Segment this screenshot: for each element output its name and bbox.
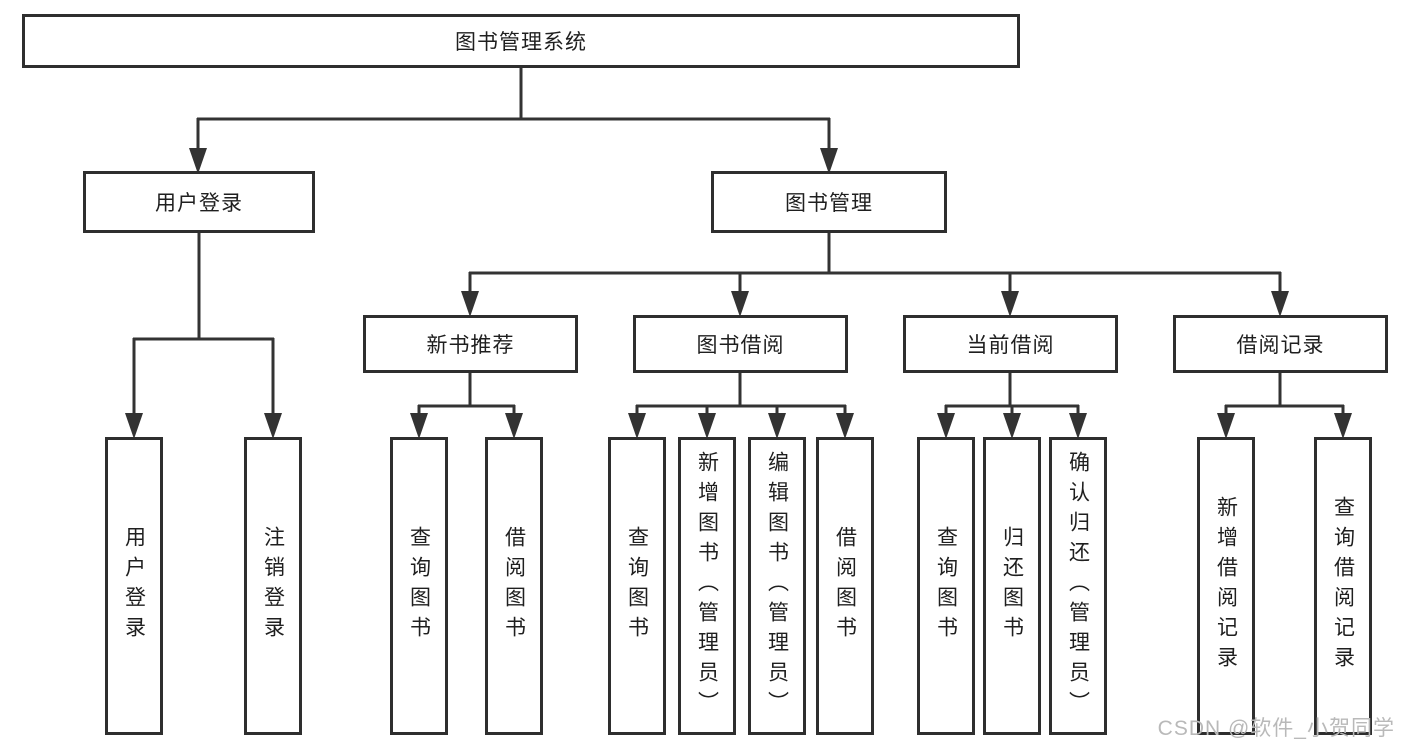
node-root-library-management-system: 图书管理系统 xyxy=(22,14,1020,68)
node-label: 新增图书（管理员） xyxy=(695,451,719,721)
arrow-down-icon xyxy=(410,413,428,439)
node-label: 确认归还（管理员） xyxy=(1066,451,1090,721)
node-current-borrowing: 当前借阅 xyxy=(903,315,1118,373)
arrow-down-icon xyxy=(768,413,786,439)
arrow-down-icon xyxy=(698,413,716,439)
leaf-query-borrow-record: 查询借阅记录 xyxy=(1314,437,1372,735)
node-label: 图书管理系统 xyxy=(455,31,587,54)
connector-book-borrowing-group xyxy=(635,373,847,416)
csdn-watermark: CSDN @软件_小贺同学 xyxy=(1157,717,1395,740)
arrow-down-icon xyxy=(628,413,646,439)
node-borrowing-records: 借阅记录 xyxy=(1173,315,1388,373)
node-label: 图书管理 xyxy=(785,192,873,215)
leaf-add-borrow-record: 新增借阅记录 xyxy=(1197,437,1255,735)
node-user-login: 用户登录 xyxy=(83,171,315,233)
connector-user-login-group xyxy=(132,233,275,416)
node-book-management: 图书管理 xyxy=(711,171,947,233)
node-new-book-recommend: 新书推荐 xyxy=(363,315,578,373)
leaf-edit-book-admin: 编辑图书（管理员） xyxy=(748,437,806,735)
connector-borrowing-records-group xyxy=(1224,373,1345,416)
connector-book-management-to-level3 xyxy=(468,233,1282,294)
arrow-down-icon xyxy=(1271,291,1289,317)
arrow-down-icon xyxy=(1217,413,1235,439)
leaf-logout: 注销登录 xyxy=(244,437,302,735)
node-label: 借阅记录 xyxy=(1236,334,1325,357)
leaf-add-book-admin: 新增图书（管理员） xyxy=(678,437,736,735)
arrow-down-icon xyxy=(189,148,207,174)
arrow-down-icon xyxy=(731,291,749,317)
arrow-down-icon xyxy=(125,413,143,439)
leaf-user-login: 用户登录 xyxy=(105,437,163,735)
node-book-borrowing: 图书借阅 xyxy=(633,315,848,373)
node-label: 新增借阅记录 xyxy=(1214,496,1238,676)
arrow-down-icon xyxy=(836,413,854,439)
node-label: 用户登录 xyxy=(155,192,243,215)
arrow-down-icon xyxy=(1069,413,1087,439)
node-label: 新书推荐 xyxy=(426,334,515,357)
node-label: 借阅图书 xyxy=(833,526,857,646)
node-label: 查询图书 xyxy=(934,526,958,646)
node-label: 归还图书 xyxy=(1000,526,1024,646)
node-label: 借阅图书 xyxy=(502,526,526,646)
node-label: 当前借阅 xyxy=(966,334,1055,357)
arrow-heads xyxy=(125,148,1352,439)
arrow-down-icon xyxy=(820,148,838,174)
arrow-down-icon xyxy=(264,413,282,439)
arrow-down-icon xyxy=(937,413,955,439)
connector-new-book-recommend-group xyxy=(417,373,516,416)
arrow-down-icon xyxy=(1001,291,1019,317)
connector-current-borrowing-group xyxy=(944,373,1080,416)
node-label: 图书借阅 xyxy=(696,334,785,357)
leaf-borrow-books: 借阅图书 xyxy=(816,437,874,735)
arrow-down-icon xyxy=(505,413,523,439)
leaf-query-books-borrowing: 查询图书 xyxy=(608,437,666,735)
node-label: 查询图书 xyxy=(625,526,649,646)
arrow-down-icon xyxy=(1003,413,1021,439)
node-label: 编辑图书（管理员） xyxy=(765,451,789,721)
node-label: 查询借阅记录 xyxy=(1331,496,1355,676)
node-label: 用户登录 xyxy=(122,526,146,646)
leaf-confirm-return-admin: 确认归还（管理员） xyxy=(1049,437,1107,735)
arrow-down-icon xyxy=(1334,413,1352,439)
arrow-down-icon xyxy=(461,291,479,317)
leaf-return-books: 归还图书 xyxy=(983,437,1041,735)
leaf-query-books-current: 查询图书 xyxy=(917,437,975,735)
connector-root-to-level2 xyxy=(196,68,831,150)
node-label: 查询图书 xyxy=(407,526,431,646)
node-label: 注销登录 xyxy=(261,526,285,646)
leaf-query-books-recommend: 查询图书 xyxy=(390,437,448,735)
leaf-borrow-books-recommend: 借阅图书 xyxy=(485,437,543,735)
connector-lines xyxy=(132,68,1345,416)
